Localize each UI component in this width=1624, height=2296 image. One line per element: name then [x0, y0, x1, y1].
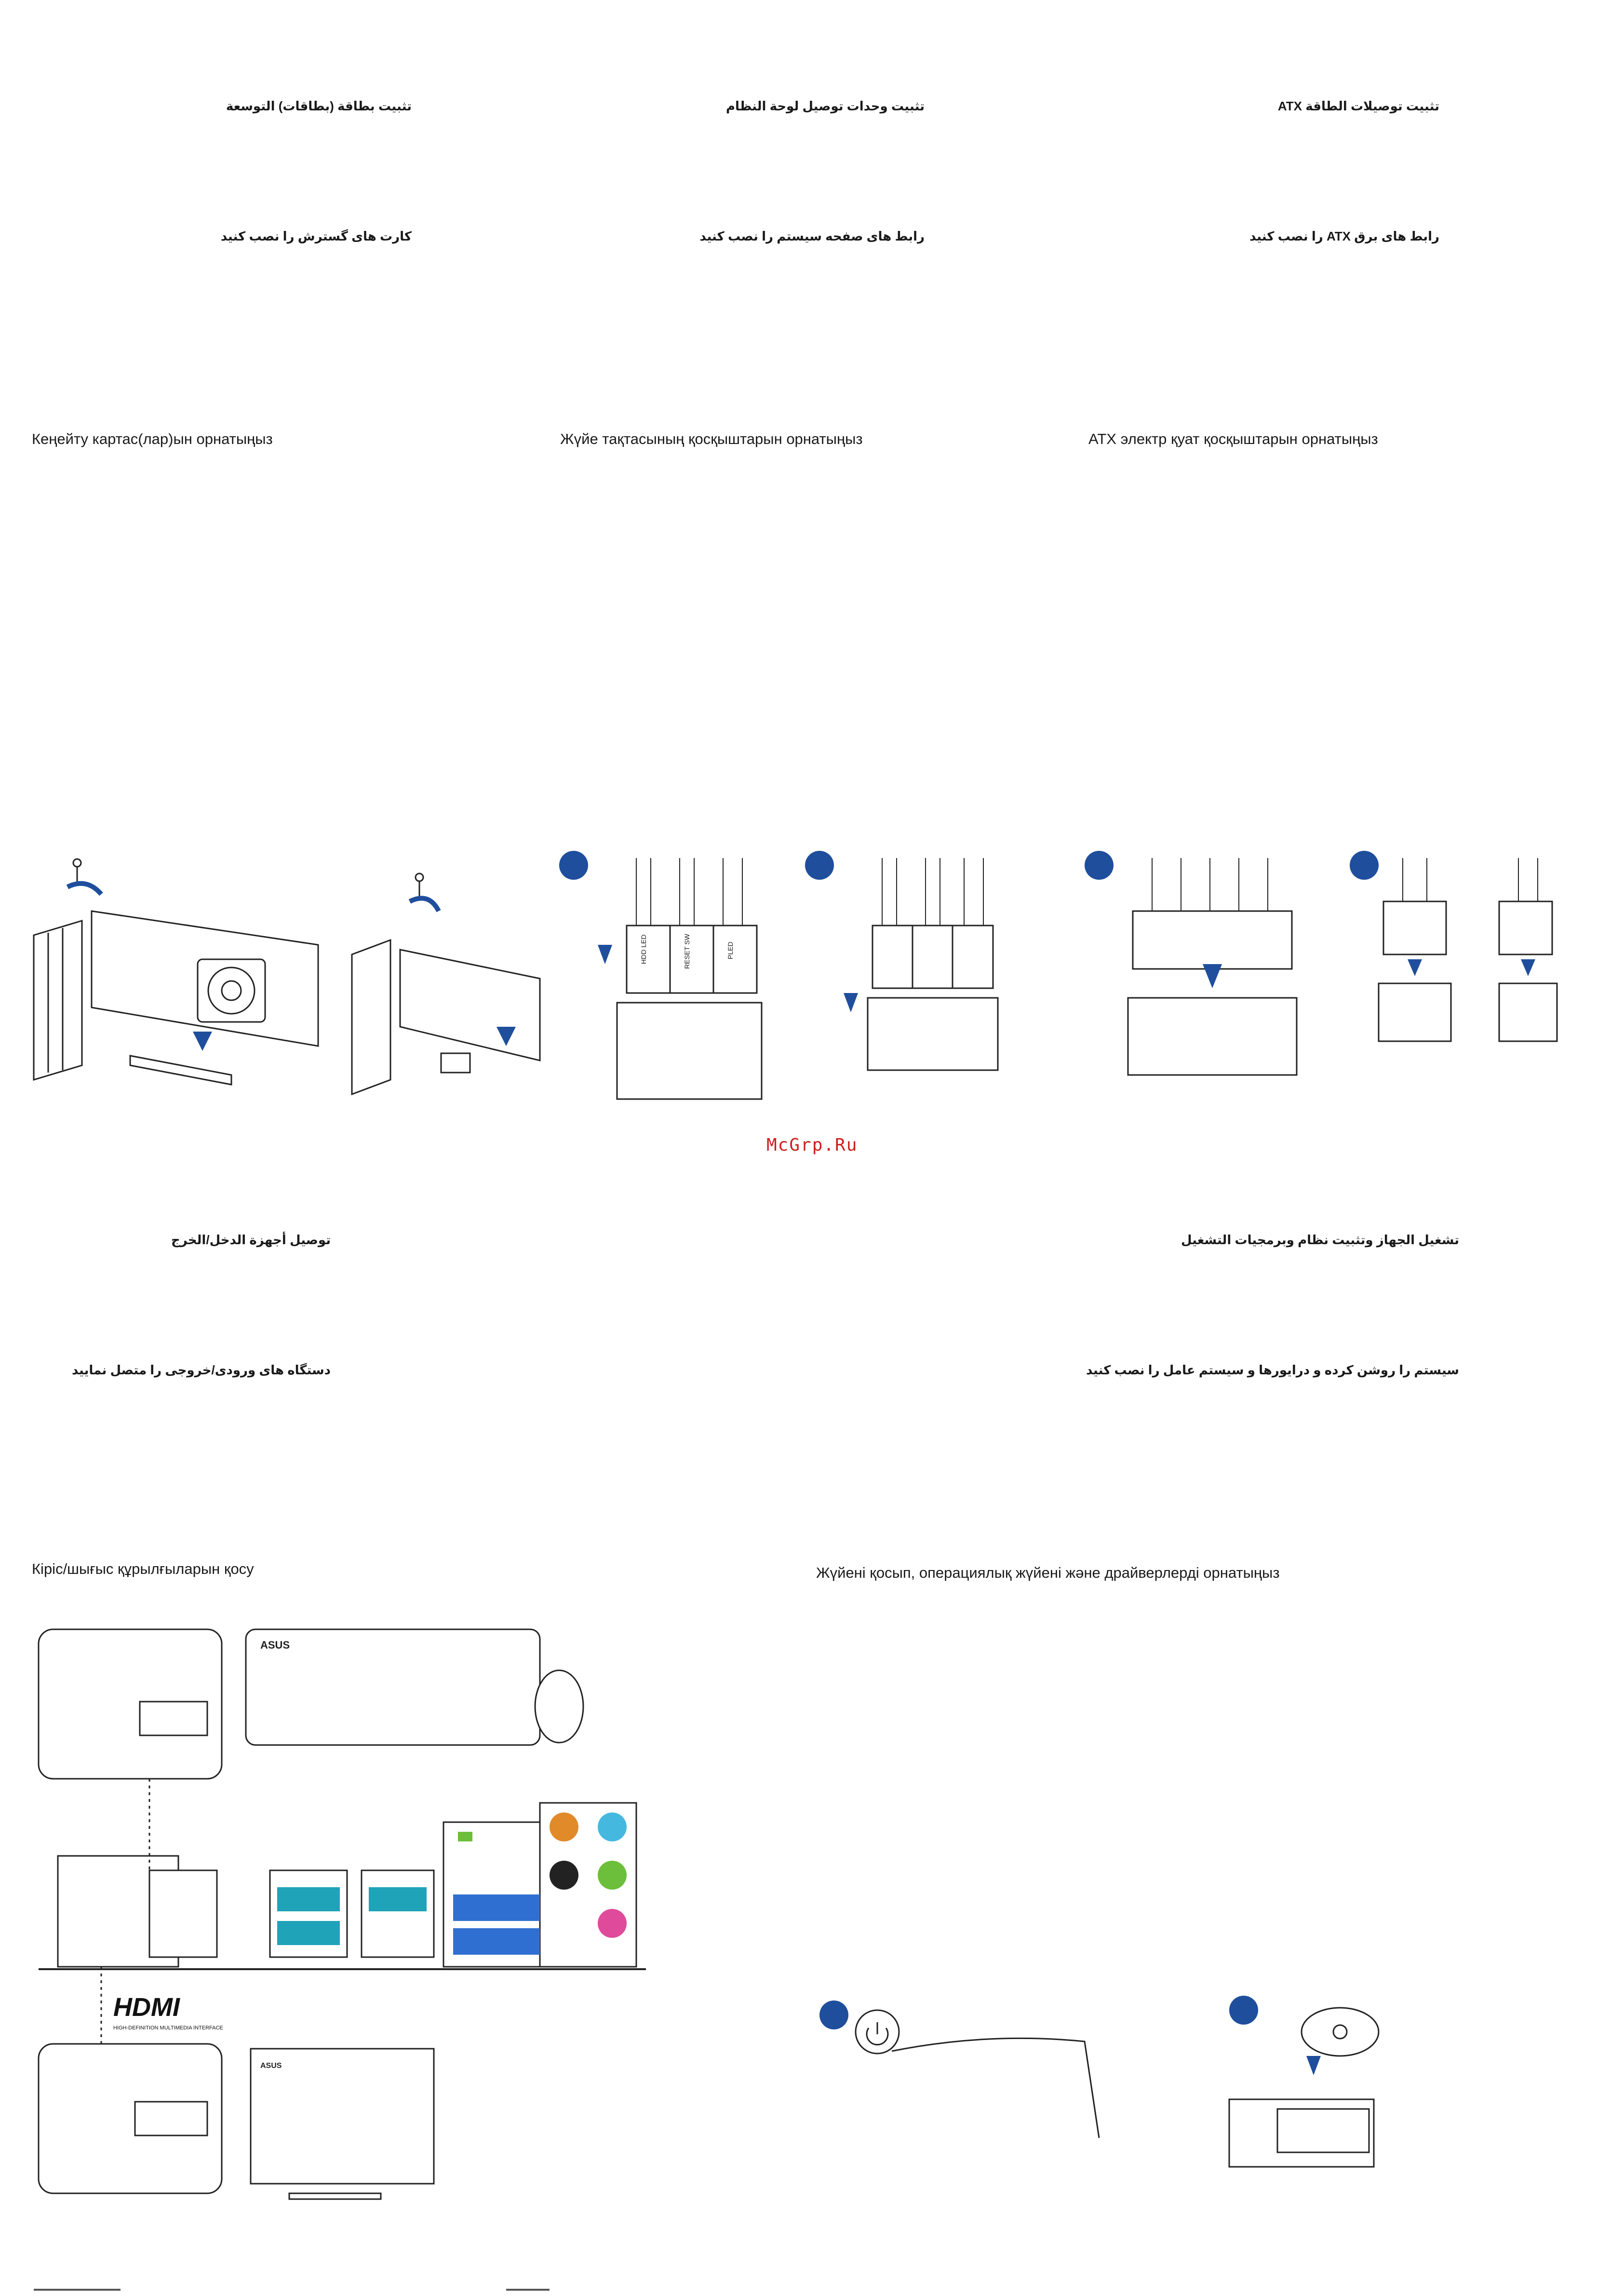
io-arabic-heading: توصيل أجهزة الدخل/الخرج: [171, 1233, 331, 1247]
atx-step-1-badge: [1085, 851, 1114, 880]
pin-label-pled: PLED: [726, 941, 734, 959]
atx-power-arabic-heading: تثبيت توصيلات الطاقة ATX: [1277, 99, 1439, 113]
power-on-illustration: [815, 1984, 1538, 2186]
io-persian-heading: دستگاه های ورودی/خروجی را متصل نمایید: [71, 1363, 331, 1377]
audio-black-jack: [550, 1861, 578, 1890]
keyboard-brand: ASUS: [260, 1639, 290, 1651]
expansion-kazakh-heading: Кеңейту картас(лар)ын орнатыңыз: [32, 430, 273, 447]
atx-step-2-badge: [1350, 851, 1379, 880]
power-step-2-badge: [1229, 1996, 1258, 2025]
monitor-brand: ASUS: [260, 2062, 282, 2070]
hdmi-logo: HDMI: [113, 1993, 180, 2022]
pin-label-reset-sw: RESET SW: [683, 933, 691, 969]
usb32-port-1: [277, 1887, 340, 1911]
power-on-persian-heading: سیستم را روشن کرده و درایورها و سیستم عا…: [1086, 1363, 1459, 1377]
usb3-port-2: [453, 1928, 540, 1955]
atx-power-kazakh-heading: ATX электр қуат қосқыштарын орнатыңыз: [1088, 430, 1378, 447]
footer-rule-center: [506, 2289, 550, 2291]
pin-label-hdd-led: HDD LED: [640, 935, 647, 964]
step-2-badge: [805, 851, 834, 880]
audio-pink-jack: [598, 1909, 627, 1938]
audio-orange-jack: [550, 1813, 578, 1841]
io-illustration: ASUS ASUS HDMI HIGH-DEFINITION MULTIMEDI…: [29, 1620, 656, 2213]
atx-power-illustration: [1085, 848, 1581, 1099]
expansion-arabic-heading: تثبيت بطاقة (بطاقات) التوسعة: [226, 99, 412, 113]
system-panel-kazakh-heading: Жүйе тақтасының қосқыштарын орнатыңыз: [560, 430, 863, 447]
system-panel-arabic-heading: تثبيت وحدات توصيل لوحة النظام: [726, 99, 925, 113]
footer-rule-left: [34, 2289, 121, 2291]
power-step-1-badge: [819, 2001, 848, 2029]
power-on-kazakh-heading: Жүйені қосып, операциялық жүйені және др…: [816, 1564, 1280, 1581]
watermark: McGrp.Ru: [766, 1135, 858, 1155]
expansion-persian-heading: کارت های گسترش را نصب کنید: [220, 229, 412, 243]
usb32-port-3: [369, 1887, 427, 1911]
hdmi-tagline: HIGH-DEFINITION MULTIMEDIA INTERFACE: [113, 2025, 223, 2031]
usb3-port-1: [453, 1894, 540, 1921]
step-1-badge: [559, 851, 588, 880]
system-panel-illustration: HDD LED RESET SW PLED: [559, 848, 1041, 1118]
system-panel-persian-heading: رابط های صفحه سیستم را نصب کنید: [699, 229, 925, 243]
expansion-card-illustration: [29, 848, 554, 1099]
usb32-port-2: [277, 1921, 340, 1945]
atx-power-persian-heading: رابط های برق ATX را نصب کنید: [1249, 229, 1439, 243]
io-kazakh-heading: Кіріс/шығыс құрылғыларын қосу: [32, 1560, 254, 1577]
audio-cyan-jack: [598, 1813, 627, 1841]
power-on-arabic-heading: تشغيل الجهاز وتثبيت نظام وبرمجيات التشغي…: [1181, 1233, 1459, 1247]
audio-green-jack: [598, 1861, 627, 1890]
